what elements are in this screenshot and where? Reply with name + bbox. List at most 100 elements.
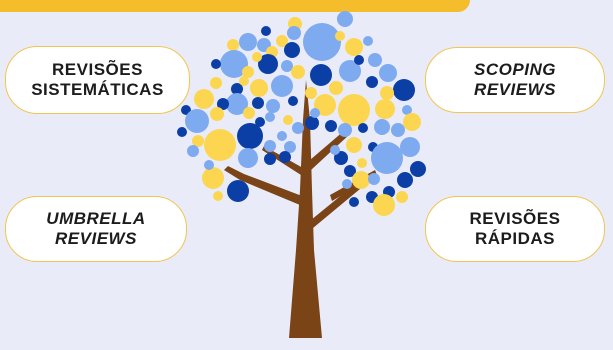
foliage-dot bbox=[264, 140, 276, 152]
foliage-dot bbox=[177, 127, 187, 137]
foliage-dot bbox=[181, 105, 191, 115]
foliage-dot bbox=[279, 151, 291, 163]
foliage-dot bbox=[237, 123, 263, 149]
foliage-dot bbox=[283, 115, 293, 125]
foliage-dot bbox=[342, 179, 352, 189]
foliage-dot bbox=[344, 165, 356, 177]
foliage-dot bbox=[338, 94, 370, 126]
tree-foliage-dots bbox=[177, 11, 426, 216]
foliage-dot bbox=[255, 117, 265, 127]
foliage-dot bbox=[185, 109, 209, 133]
trunk bbox=[289, 80, 322, 338]
foliage-dot bbox=[204, 160, 214, 170]
foliage-dot bbox=[410, 161, 426, 177]
foliage-dot bbox=[305, 87, 317, 99]
label-revisoes-sistematicas: REVISÕES SISTEMÁTICAS bbox=[5, 46, 190, 114]
foliage-dot bbox=[345, 38, 363, 56]
foliage-dot bbox=[227, 180, 249, 202]
foliage-dot bbox=[239, 33, 257, 51]
foliage-dot bbox=[213, 191, 223, 201]
foliage-dot bbox=[287, 26, 301, 40]
foliage-dot bbox=[194, 89, 214, 109]
foliage-dot bbox=[210, 107, 224, 121]
foliage-dot bbox=[380, 86, 394, 100]
foliage-dot bbox=[265, 112, 275, 122]
foliage-dot bbox=[192, 135, 204, 147]
label-revisoes-rapidas: REVISÕES RÁPIDAS bbox=[425, 196, 605, 262]
foliage-dot bbox=[366, 76, 378, 88]
foliage-dot bbox=[292, 122, 304, 134]
foliage-dot bbox=[325, 120, 337, 132]
foliage-dot bbox=[211, 59, 221, 69]
foliage-dot bbox=[314, 94, 336, 116]
foliage-dot bbox=[334, 151, 348, 165]
foliage-dot bbox=[288, 96, 298, 106]
foliage-dot bbox=[329, 81, 343, 95]
foliage-dot bbox=[391, 123, 405, 137]
foliage-dot bbox=[204, 129, 236, 161]
foliage-dot bbox=[220, 50, 248, 78]
foliage-dot bbox=[358, 123, 368, 133]
foliage-dot bbox=[284, 141, 296, 153]
label-umbrella-reviews-text: UMBRELLA REVIEWS bbox=[46, 209, 146, 248]
foliage-dot bbox=[339, 60, 361, 82]
foliage-dot bbox=[371, 142, 403, 174]
foliage-dot bbox=[227, 39, 239, 51]
foliage-dot bbox=[258, 54, 278, 74]
foliage-dot bbox=[310, 108, 320, 118]
foliage-dot bbox=[337, 11, 353, 27]
foliage-dot bbox=[335, 31, 345, 41]
foliage-dot bbox=[379, 64, 397, 82]
foliage-dot bbox=[226, 93, 248, 115]
foliage-dot bbox=[400, 137, 420, 157]
foliage-dot bbox=[250, 79, 268, 97]
label-revisoes-rapidas-text: REVISÕES RÁPIDAS bbox=[469, 209, 561, 248]
foliage-dot bbox=[330, 145, 340, 155]
foliage-dot bbox=[352, 171, 370, 189]
foliage-dot bbox=[238, 148, 258, 168]
foliage-dot bbox=[349, 197, 359, 207]
foliage-dot bbox=[281, 60, 293, 72]
foliage-dot bbox=[284, 42, 300, 58]
foliage-dot bbox=[354, 55, 364, 65]
branch-left-low bbox=[224, 166, 302, 205]
top-accent-bar bbox=[0, 0, 470, 12]
foliage-dot bbox=[217, 98, 229, 110]
foliage-dot bbox=[374, 119, 390, 135]
foliage-dot bbox=[187, 145, 199, 157]
foliage-dot bbox=[243, 107, 255, 119]
foliage-dot bbox=[239, 76, 249, 86]
tree-trunk-branches bbox=[224, 80, 377, 338]
label-scoping-reviews: SCOPING REVIEWS bbox=[425, 47, 605, 113]
foliage-dot bbox=[393, 79, 415, 101]
foliage-dot bbox=[242, 66, 254, 78]
foliage-dot bbox=[368, 173, 380, 185]
foliage-dot bbox=[252, 97, 264, 109]
foliage-dot bbox=[396, 191, 408, 203]
foliage-dot bbox=[252, 52, 262, 62]
label-umbrella-reviews: UMBRELLA REVIEWS bbox=[5, 196, 187, 262]
foliage-dot bbox=[261, 26, 271, 36]
foliage-dot bbox=[264, 153, 276, 165]
foliage-dot bbox=[368, 53, 382, 67]
foliage-dot bbox=[403, 113, 421, 131]
foliage-dot bbox=[375, 99, 395, 119]
foliage-dot bbox=[231, 83, 243, 95]
foliage-dot bbox=[346, 137, 362, 153]
foliage-dot bbox=[303, 23, 341, 61]
foliage-dot bbox=[357, 158, 367, 168]
label-revisoes-sistematicas-text: REVISÕES SISTEMÁTICAS bbox=[31, 60, 164, 99]
foliage-dot bbox=[277, 131, 287, 141]
foliage-dot bbox=[202, 167, 224, 189]
foliage-dot bbox=[373, 194, 395, 216]
foliage-dot bbox=[402, 105, 412, 115]
branch-right-low bbox=[311, 180, 366, 228]
foliage-dot bbox=[271, 75, 293, 97]
foliage-dot bbox=[210, 77, 222, 89]
foliage-dot bbox=[338, 123, 352, 137]
foliage-dot bbox=[305, 116, 319, 130]
foliage-dot bbox=[397, 172, 413, 188]
label-scoping-reviews-text: SCOPING REVIEWS bbox=[474, 60, 556, 99]
foliage-dot bbox=[363, 36, 373, 46]
